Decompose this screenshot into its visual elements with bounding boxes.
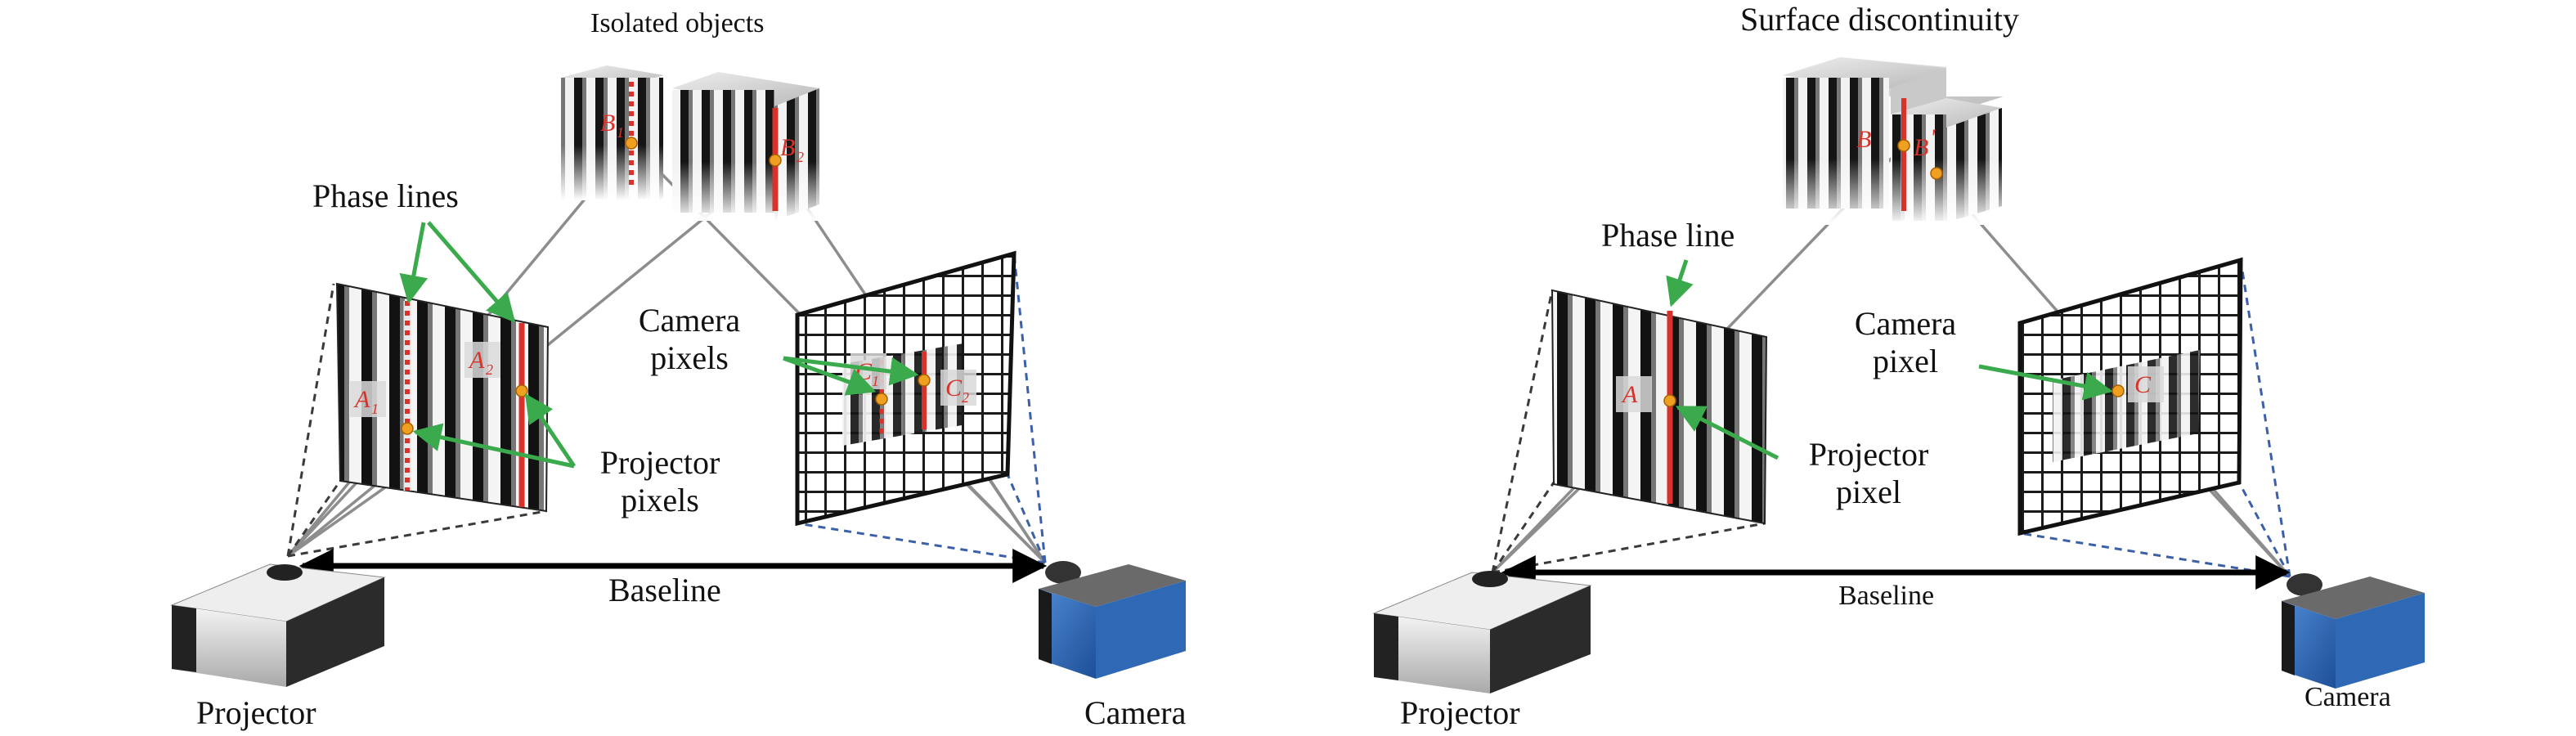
tag-c2: C (945, 375, 963, 402)
tag-b2-sub: 2 (797, 149, 804, 165)
tag-a1-sub: 1 (371, 401, 379, 417)
tag-b2: B (780, 134, 795, 161)
left-projector-frustum (286, 283, 547, 558)
tag-a2-sub: 2 (486, 361, 493, 378)
left-panel: A A C C B B 1 2 1 2 1 2 (170, 65, 1186, 687)
phase-line-label: Phase line (1601, 217, 1735, 254)
tag-c2-sub: 2 (962, 389, 969, 406)
camera-pixels-label: Camera pixels (638, 302, 741, 376)
tag-a2: A (468, 347, 485, 374)
tag-c: C (2134, 371, 2152, 398)
object-b1 (561, 65, 664, 200)
object-step (1783, 57, 2004, 225)
tag-a: A (1621, 381, 1638, 408)
right-panel: A C B B ' (1372, 57, 2425, 693)
tag-c1-sub: 1 (872, 373, 879, 389)
left-projector-device (170, 563, 386, 687)
left-pointer-arrows (399, 221, 919, 469)
tag-b-prime-mark: ' (1930, 124, 1936, 151)
left-projector-pattern (335, 282, 550, 513)
projector-pixels-label: Projector pixels (599, 444, 720, 518)
left-projector-label: Projector (196, 694, 316, 731)
left-camera-device (1039, 561, 1186, 679)
tag-a1: A (353, 386, 370, 413)
right-title: Surface discontinuity (1740, 1, 2020, 38)
object-b2 (672, 72, 819, 221)
right-projector-label: Projector (1400, 694, 1520, 731)
phase-lines-label: Phase lines (312, 177, 459, 214)
projector-pixel-label: Projector pixel (1808, 436, 1929, 510)
right-point-tags: A C B B ' (1616, 124, 2164, 412)
left-pixel-dots (401, 137, 931, 435)
left-baseline-label: Baseline (608, 572, 721, 608)
right-projector-pattern (1551, 289, 1768, 525)
tag-b1: B (600, 110, 615, 137)
right-projector-device (1372, 571, 1592, 693)
tag-b-prime: B (1914, 134, 1928, 161)
right-camera-device (2282, 573, 2425, 689)
tag-c1: C (855, 358, 873, 385)
left-camera-label: Camera (1084, 694, 1187, 731)
right-pointer-arrows (1666, 259, 2113, 460)
tag-b1-sub: 1 (617, 124, 624, 141)
right-pixel-dots (1663, 139, 2125, 407)
right-camera-label: Camera (2304, 682, 2391, 712)
right-baseline-label: Baseline (1838, 581, 1935, 611)
tag-b: B (1856, 126, 1871, 153)
camera-pixel-label: Camera pixel (1854, 305, 1957, 379)
left-title: Isolated objects (590, 8, 765, 38)
